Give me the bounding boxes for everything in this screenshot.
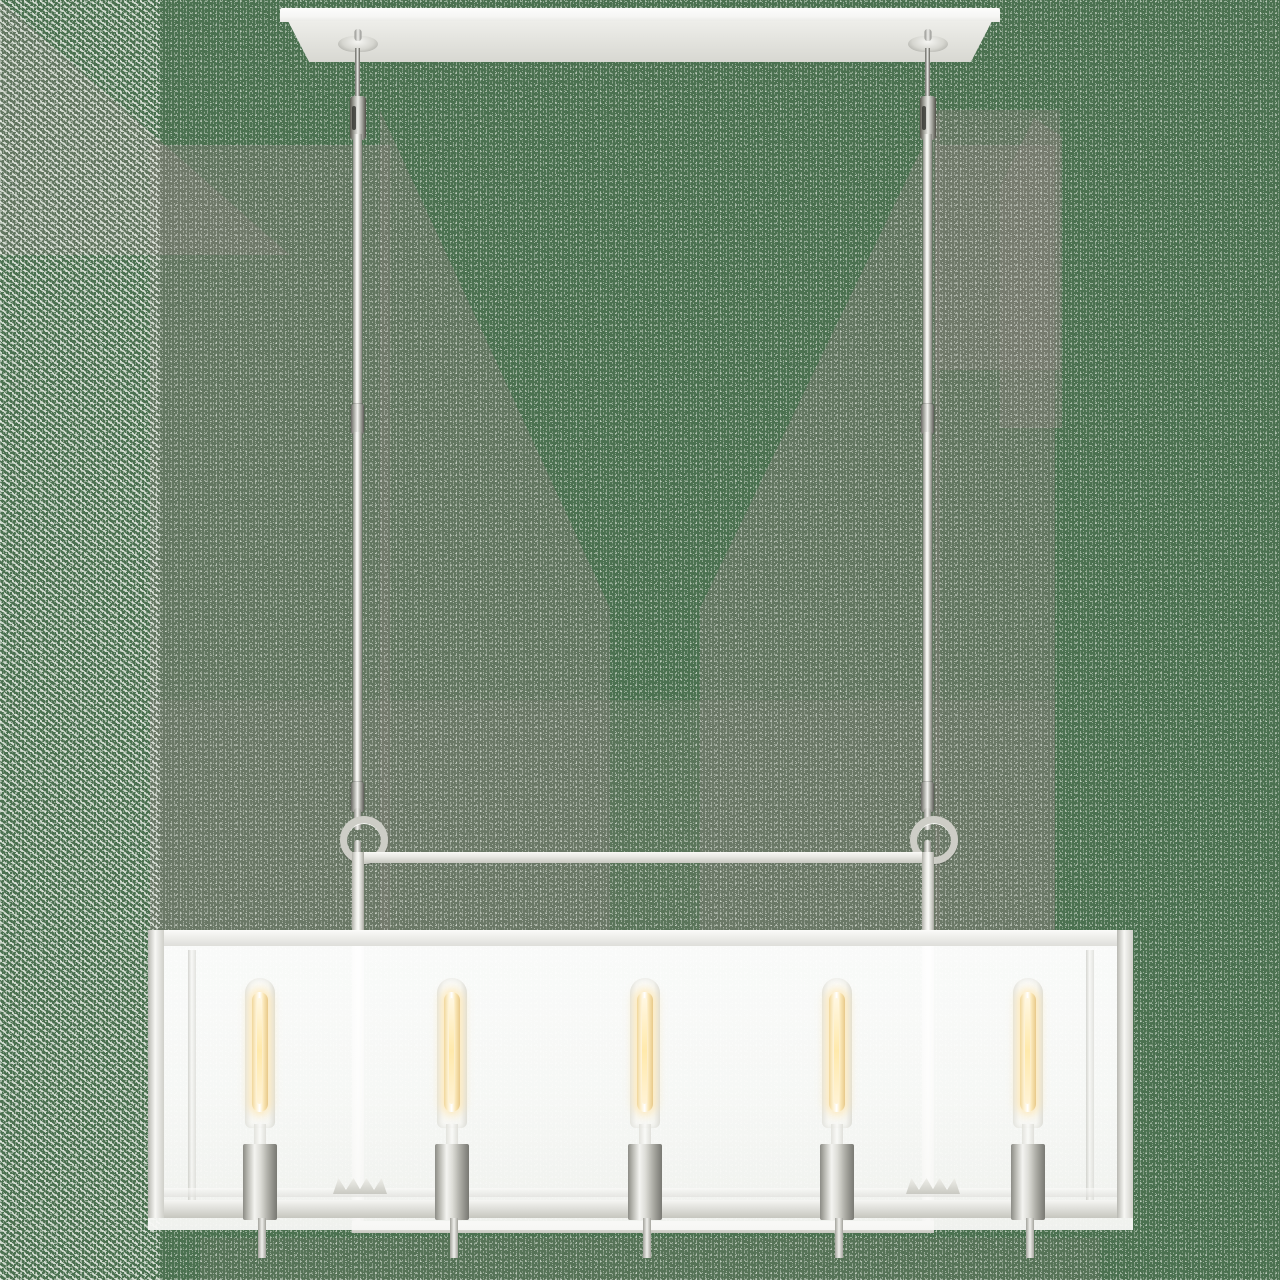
lantern-right-rim bbox=[1117, 930, 1133, 1218]
lantern-left-rim bbox=[148, 930, 164, 1218]
bulb-3-neck bbox=[639, 1124, 651, 1146]
left-ceiling-hook-cap bbox=[338, 36, 378, 52]
right-rod-segment-1 bbox=[923, 134, 932, 414]
right-hanger-ring bbox=[910, 816, 958, 864]
bulb-2-neck bbox=[446, 1124, 458, 1146]
left-rod-segment-2 bbox=[353, 432, 362, 792]
dither-noise-left-edge bbox=[0, 0, 160, 1280]
inner-post-right bbox=[1086, 950, 1094, 1200]
shadow-right-block bbox=[935, 145, 1055, 935]
lantern-top-rim bbox=[148, 930, 1133, 946]
left-upper-thin-rod bbox=[355, 48, 360, 114]
bulb-4-filament-core bbox=[834, 998, 839, 1104]
bulb-3-socket bbox=[628, 1144, 662, 1220]
right-ceiling-hook-cap bbox=[908, 36, 948, 52]
bulb-5-filament-core bbox=[1025, 998, 1030, 1104]
bulb-4-stem bbox=[835, 1218, 843, 1258]
bulb-2-stem bbox=[450, 1218, 458, 1258]
right-rod-segment-2 bbox=[923, 432, 932, 792]
right-swivel-joint bbox=[920, 96, 936, 140]
bulb-4-neck bbox=[831, 1124, 843, 1146]
left-rod-coupling-upper bbox=[351, 404, 364, 434]
left-ring-pin-bottom bbox=[354, 840, 361, 862]
bulb-3-filament-core bbox=[642, 998, 647, 1104]
bulb-2-socket bbox=[435, 1144, 469, 1220]
inner-post-left bbox=[188, 950, 196, 1200]
bulb-3-stem bbox=[643, 1218, 651, 1258]
canopy-top-face bbox=[280, 8, 1000, 22]
right-upper-thin-rod bbox=[925, 48, 930, 114]
canopy-front-face bbox=[288, 21, 992, 62]
bulb-2-filament-core bbox=[449, 998, 454, 1104]
shadow-left-block bbox=[150, 145, 390, 935]
left-swivel-joint bbox=[350, 96, 366, 140]
canopy-plate bbox=[280, 8, 1000, 62]
frame-top-rail bbox=[352, 852, 934, 863]
right-rod-coupling-lower bbox=[921, 782, 934, 812]
left-rod-segment-1 bbox=[353, 134, 362, 414]
right-rod-coupling-upper bbox=[921, 404, 934, 434]
bulb-1-stem bbox=[258, 1218, 266, 1258]
right-ring-pin-bottom bbox=[924, 840, 931, 862]
bulb-1-neck bbox=[254, 1124, 266, 1146]
bulb-1-socket bbox=[243, 1144, 277, 1220]
shadow-lower-band bbox=[150, 700, 1055, 938]
shadow-right-wedge bbox=[935, 110, 1060, 370]
bulb-4-socket bbox=[820, 1144, 854, 1220]
bulb-1-filament-core bbox=[257, 998, 262, 1104]
bulb-5-stem bbox=[1026, 1218, 1034, 1258]
shadow-far-right bbox=[1000, 118, 1062, 428]
bulb-5-neck bbox=[1022, 1124, 1034, 1146]
left-rod-coupling-lower bbox=[351, 782, 364, 812]
bulb-5-socket bbox=[1011, 1144, 1045, 1220]
